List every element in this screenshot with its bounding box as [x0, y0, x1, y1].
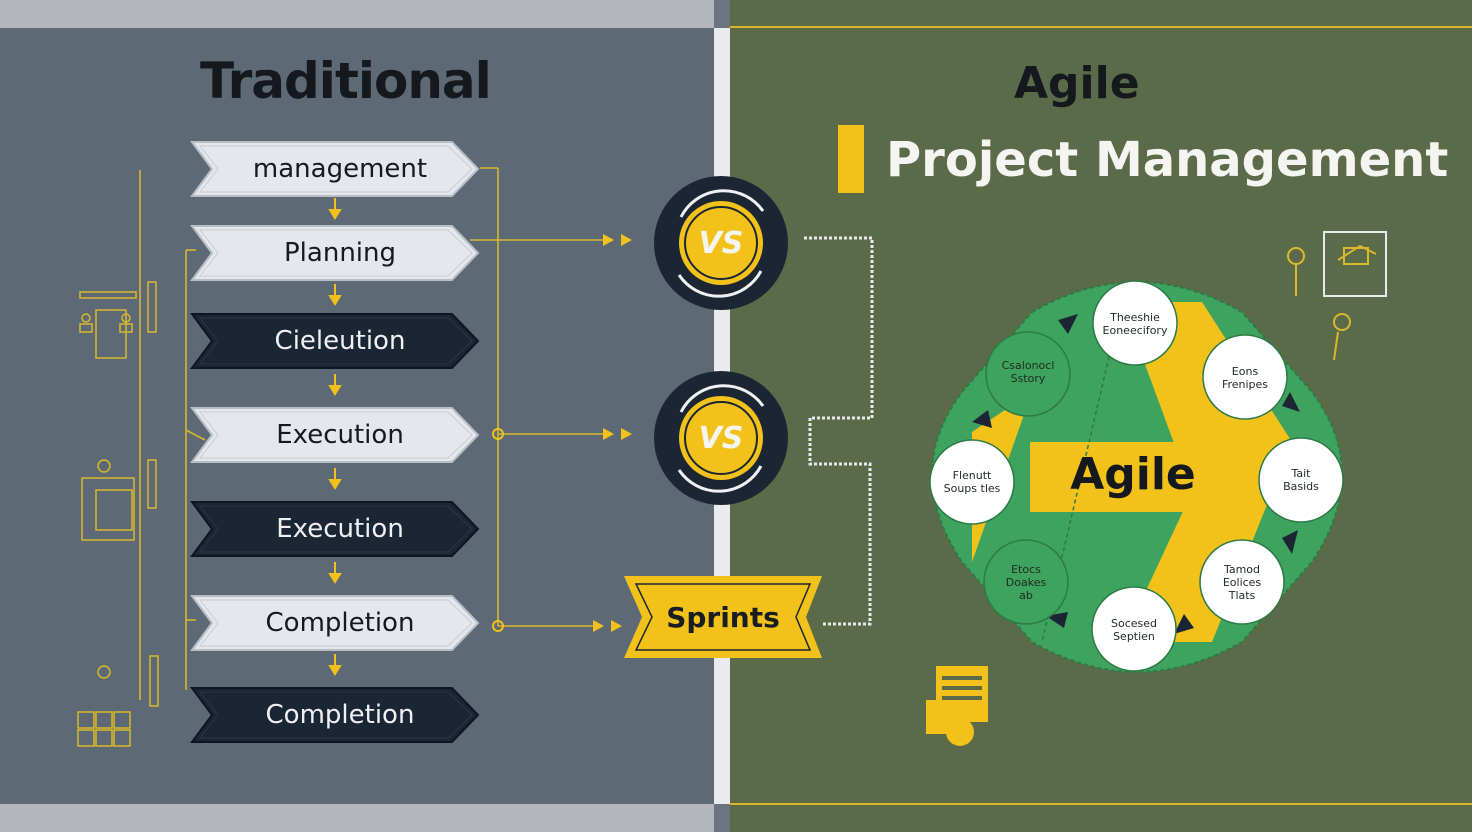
traditional-step-label: Execution [276, 420, 404, 450]
agile-title: Agile [1014, 58, 1140, 109]
traditional-step-label: management [252, 154, 428, 184]
title-accent-bar [838, 125, 864, 193]
top-band-left [0, 0, 714, 28]
traditional-step-3: Cieleution [190, 312, 480, 370]
sprints-banner [624, 576, 822, 658]
vs-badge-2: VS [653, 370, 789, 506]
traditional-step-4: Execution [190, 406, 480, 464]
traditional-step-label: Completion [265, 700, 415, 730]
gold-rule-bottom [730, 803, 1472, 805]
traditional-step-label: Completion [265, 608, 415, 638]
sprints-label: Sprints [666, 600, 780, 634]
agile-node-2: Eons Frenipes [1221, 365, 1269, 391]
agile-node-6: Etocs Doakes ab [1005, 562, 1047, 602]
traditional-step-label: Cieleution [274, 326, 406, 356]
agile-node-7: Flenutt Soups tles [943, 469, 1001, 495]
bottom-band-left [0, 804, 714, 832]
traditional-step-6: Completion [190, 594, 480, 652]
traditional-step-1: management [190, 140, 480, 198]
gold-rule-top [730, 26, 1472, 28]
traditional-step-2: Planning [190, 224, 480, 282]
vs-badge-1: VS [653, 175, 789, 311]
agile-node-5: Socesed Septien [1110, 617, 1157, 643]
vs-label-2: VS [698, 420, 744, 456]
traditional-step-7: Completion [190, 686, 480, 744]
agile-center-label: Agile [1070, 448, 1196, 500]
agile-node-3: Tait Basids [1283, 467, 1319, 493]
traditional-title: Traditional [200, 52, 492, 110]
agile-node-1: Theeshie Eoneecifory [1102, 311, 1168, 337]
agile-cycle [929, 280, 1344, 673]
project-management-title: Project Management [886, 132, 1449, 188]
agile-node-4: Tamod Eolices Tlats [1222, 562, 1262, 602]
traditional-step-5: Execution [190, 500, 480, 558]
vs-label-1: VS [698, 225, 744, 261]
agile-node-8: Csalonocl Sstory [1001, 359, 1055, 385]
traditional-step-label: Execution [276, 514, 404, 544]
traditional-step-label: Planning [284, 238, 396, 268]
